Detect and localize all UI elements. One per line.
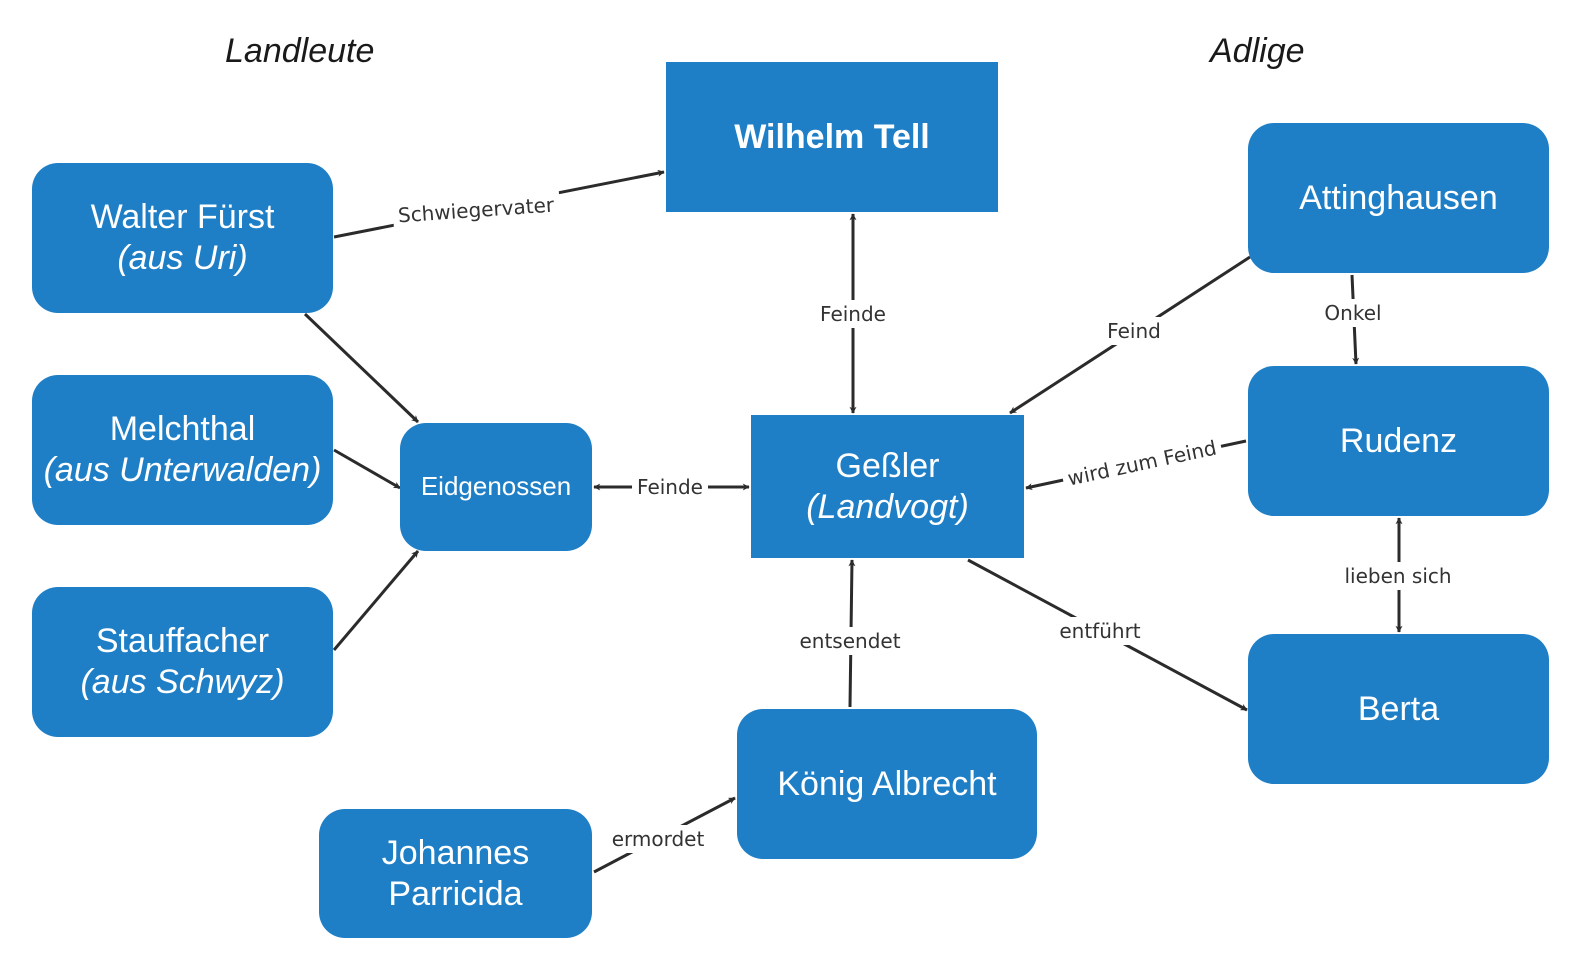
edge-rudenz-to-gessler: [1025, 439, 1247, 491]
edge-attinghausen-to-gessler: [1009, 255, 1251, 415]
edge-gessler-to-berta: [967, 558, 1248, 712]
node-rudenz-name: Rudenz: [1339, 421, 1458, 460]
node-gessler-name: Geßler: [835, 446, 940, 485]
label-wird-zum-feind: wird zum Feind: [1060, 432, 1224, 494]
node-eidgenossen-name: Eidgenossen: [420, 471, 572, 502]
label-schwiegervater-text: Schwiegervater: [397, 193, 555, 228]
node-berta-name: Berta: [1357, 689, 1440, 728]
node-johannes-parricida: Johannes Parricida: [319, 809, 592, 938]
label-entsendet-background: [794, 627, 906, 655]
node-stauffacher-name: Stauffacher: [95, 622, 270, 661]
node-melchthal-name: Melchthal: [109, 410, 256, 449]
label-ermordet: ermordet: [606, 825, 710, 853]
edge-johannes-to-albrecht: [593, 796, 736, 874]
label-feind-attinghausen: Feind: [1102, 317, 1166, 345]
label-onkel: Onkel: [1319, 299, 1387, 327]
label-wird-zum-feind-text: wird zum Feind: [1065, 436, 1218, 491]
node-melchthal-origin: (aus Unterwalden): [43, 451, 322, 489]
edge-melchthal-to-eidgenossen: [333, 448, 401, 490]
label-feinde-eidgenossen-gessler-background: [632, 473, 708, 501]
node-johannes-parricida-line1: Johannes: [381, 833, 530, 872]
label-lieben-sich-text: lieben sich: [1344, 564, 1451, 588]
node-koenig-albrecht-name: König Albrecht: [777, 764, 997, 803]
label-feinde-eidgenossen-gessler-text: Feinde: [637, 475, 703, 499]
label-feinde-tell-gessler-text: Feinde: [820, 302, 886, 326]
node-gessler-title: (Landvogt): [806, 487, 969, 526]
label-feinde-tell-gessler: Feinde: [815, 300, 891, 328]
node-koenig-albrecht: König Albrecht: [737, 709, 1037, 859]
edge-walter-to-tell: [333, 169, 665, 239]
label-feind-attinghausen-text: Feind: [1107, 319, 1161, 343]
edge-stauffacher-to-eidgenossen: [332, 550, 420, 651]
node-wilhelm-tell-name: Wilhelm Tell: [734, 117, 930, 156]
heading-landleute: Landleute: [225, 32, 375, 70]
label-lieben-sich-background: [1339, 562, 1457, 590]
node-berta: Berta: [1248, 634, 1549, 784]
node-stauffacher-origin: (aus Schwyz): [80, 663, 285, 701]
node-gessler: Geßler (Landvogt): [751, 415, 1024, 558]
node-johannes-parricida-line2: Parricida: [388, 874, 523, 913]
node-rudenz: Rudenz: [1248, 366, 1549, 516]
label-entsendet: entsendet: [794, 627, 906, 655]
label-onkel-background: [1319, 299, 1387, 327]
node-walter-fuerst-name: Walter Fürst: [90, 198, 275, 237]
label-entfuehrt-text: entführt: [1059, 619, 1140, 643]
node-walter-fuerst: Walter Fürst (aus Uri): [32, 163, 333, 313]
node-eidgenossen: Eidgenossen: [400, 423, 592, 551]
label-feind-attinghausen-background: [1102, 317, 1166, 345]
label-ermordet-text: ermordet: [612, 827, 705, 851]
node-attinghausen-name: Attinghausen: [1299, 178, 1498, 217]
heading-adlige: Adlige: [1210, 32, 1305, 70]
node-stauffacher: Stauffacher (aus Schwyz): [32, 587, 333, 737]
node-wilhelm-tell: Wilhelm Tell: [666, 62, 998, 212]
label-ermordet-background: [606, 825, 710, 853]
node-walter-fuerst-origin: (aus Uri): [117, 239, 248, 277]
label-lieben-sich: lieben sich: [1339, 562, 1457, 590]
label-feinde-tell-gessler-background: [815, 300, 891, 328]
edge-attinghausen-to-rudenz: [1350, 274, 1360, 365]
label-entsendet-text: entsendet: [799, 629, 900, 653]
label-wird-zum-feind-background: [1060, 432, 1224, 494]
edge-albrecht-to-gessler: [848, 559, 856, 708]
label-schwiegervater-background: [392, 190, 561, 230]
node-melchthal: Melchthal (aus Unterwalden): [32, 375, 333, 525]
node-attinghausen: Attinghausen: [1248, 123, 1549, 273]
label-entfuehrt-background: [1054, 617, 1146, 645]
label-feinde-eidgenossen-gessler: Feinde: [632, 473, 708, 501]
label-entfuehrt: entführt: [1054, 617, 1146, 645]
label-schwiegervater: Schwiegervater: [392, 190, 561, 230]
label-onkel-text: Onkel: [1324, 301, 1381, 325]
